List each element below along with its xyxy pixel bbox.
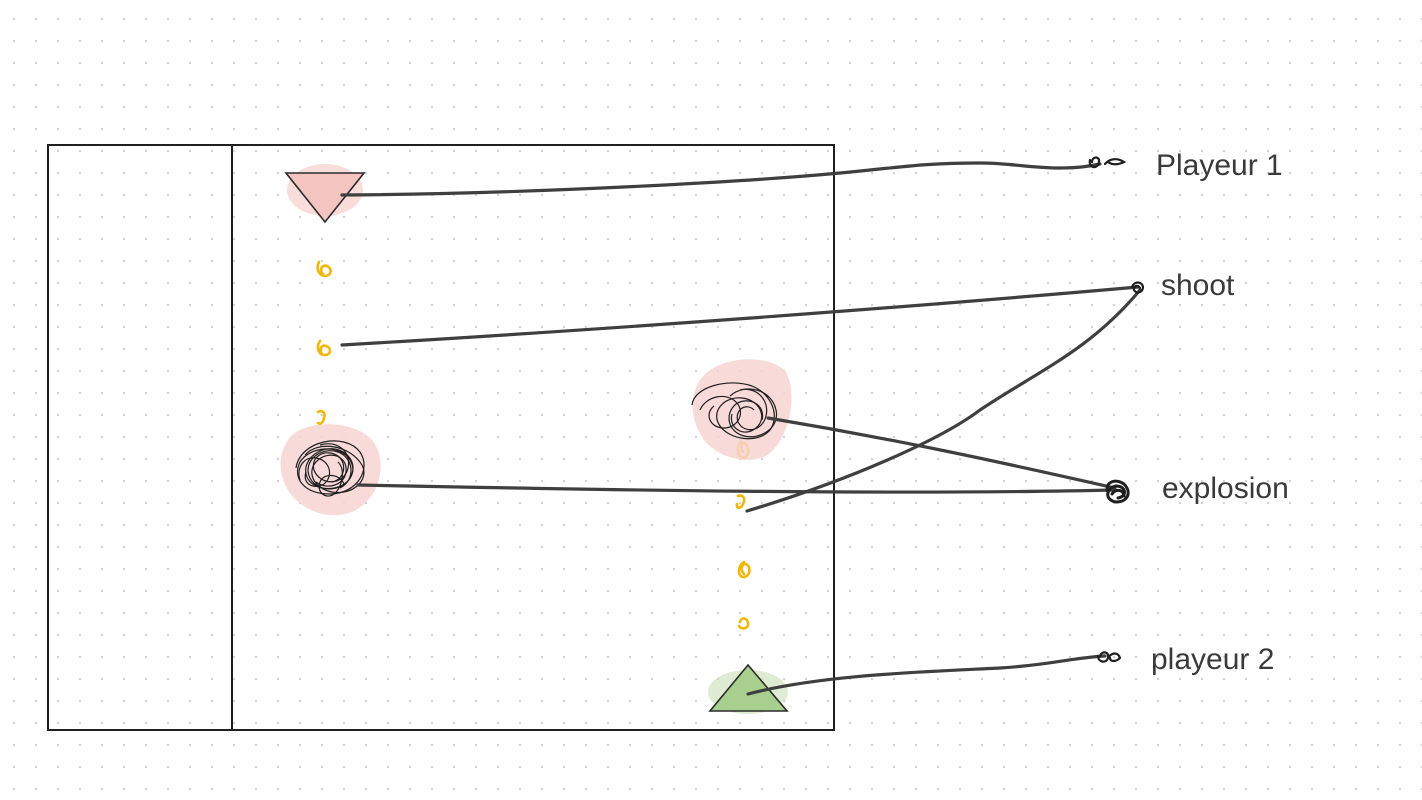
connector-end-knots [1088,156,1145,663]
shot-dot-icon [735,494,746,510]
shot-dot-icon [737,560,751,579]
explosion-glow [692,359,792,460]
label-player1: Playeur 1 [1156,149,1283,182]
connector-explosion-right [766,416,1117,490]
label-explosion: explosion [1162,472,1289,505]
explosion-glow [280,424,381,516]
player2-knot-icon [1096,651,1122,663]
connector-explosion-left [356,483,1117,494]
shoot-knot-icon [1130,281,1145,294]
player1-triangle-icon [284,172,366,224]
label-shoot: shoot [1161,269,1235,302]
explosion-knot-icon [1105,479,1130,504]
shot-dot-icon [316,339,332,357]
shot-dot-icon [737,617,750,630]
explosion-scribble-icon [691,382,778,440]
connector-shoot [340,285,1140,347]
game-board-frame [47,144,835,731]
connector-shot-to-shoot [745,288,1142,513]
shots-column-player2 [735,439,751,630]
shot-dot-icon [316,260,332,278]
connector-lines [340,161,1142,696]
label-player2: playeur 2 [1151,643,1275,676]
player1-knot-icon [1088,156,1127,169]
shot-dot-icon [316,409,326,426]
connector-player2 [746,654,1107,696]
explosion-scribble-icon [295,440,365,497]
shots-column-player1 [316,260,332,426]
connector-player1 [340,161,1102,197]
